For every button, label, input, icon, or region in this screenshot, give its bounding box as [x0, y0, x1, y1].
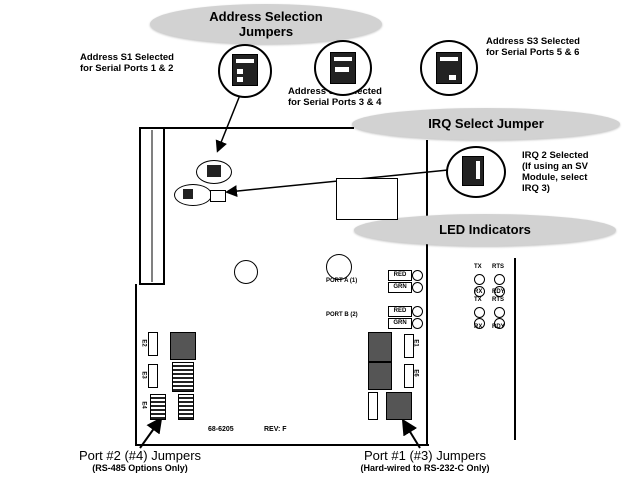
side-rts-2: RTS: [492, 297, 504, 303]
side-tx-1: TX: [474, 264, 482, 270]
left-chip-2: [172, 362, 194, 392]
port-a-grn-ring: [412, 282, 423, 293]
irq-select-oval: IRQ Select Jumper: [352, 108, 620, 140]
port-a-grn-led: GRN: [388, 282, 412, 293]
left-jumper-e3: [148, 364, 158, 388]
port1-jumpers-sub: (Hard-wired to RS-232-C Only): [360, 463, 490, 473]
side-rdy-1: RDY: [492, 289, 505, 295]
s2-jumper-circle: [314, 40, 372, 96]
irq-jumper-block: [462, 156, 484, 186]
port2-jumpers-label: Port #2 (#4) Jumpers (RS-485 Options Onl…: [40, 448, 240, 473]
side-rx-2: RX: [474, 324, 483, 330]
right-jumper-bar: [368, 392, 378, 420]
side-led-2a: [474, 307, 485, 318]
irq-select-title: IRQ Select Jumper: [428, 116, 544, 131]
right-jumper-e1: [404, 334, 414, 358]
port-a-label: PORT A (1): [326, 278, 358, 284]
board-irq-jumper-circle: [174, 184, 212, 206]
left-jumper-e4-label: E4: [140, 401, 147, 409]
port-b-grn-ring: [412, 318, 423, 329]
side-led-1b: [494, 274, 505, 285]
port-b-grn-led: GRN: [388, 318, 412, 329]
address-selection-oval: Address Selection Jumpers: [150, 4, 382, 44]
s3-callout: Address S3 Selected for Serial Ports 5 &…: [486, 36, 580, 58]
part-number: 68-6205: [208, 426, 234, 433]
side-tx-2: TX: [474, 297, 482, 303]
port-a-red-led: RED: [388, 270, 412, 281]
side-led-2b: [494, 307, 505, 318]
left-jumper-e2: [148, 332, 158, 356]
left-jumper-e2-label: E2: [140, 339, 147, 347]
side-led-1c: [474, 286, 485, 297]
right-jumper-e6: [404, 364, 414, 388]
side-led-1a: [474, 274, 485, 285]
s1-jumper-circle: [218, 44, 272, 98]
right-jumper-e1-label: E1: [412, 339, 419, 347]
side-led-2c: [474, 318, 485, 329]
right-chip-3: [386, 392, 412, 420]
right-jumper-e6-label: E6: [412, 369, 419, 377]
port-b-red-led: RED: [388, 306, 412, 317]
irq2-callout: IRQ 2 Selected (If using an SV Module, s…: [522, 150, 589, 194]
port-b-label: PORT B (2): [326, 312, 358, 318]
port2-jumpers-title: Port #2 (#4) Jumpers: [78, 448, 202, 463]
irq-jumper-circle: [446, 146, 506, 198]
port1-jumpers-title: Port #1 (#3) Jumpers: [363, 448, 487, 463]
left-chip-1: [170, 332, 196, 360]
left-chip-3: [178, 394, 194, 420]
s1-callout: Address S1 Selected for Serial Ports 1 &…: [80, 52, 174, 74]
right-chip-1: [368, 332, 392, 362]
s3-jumper-block: [436, 52, 462, 84]
board-round-component-2: [326, 254, 352, 280]
side-rts-1: RTS: [492, 264, 504, 270]
s3-jumper-circle: [420, 40, 478, 96]
right-chip-2: [368, 362, 392, 390]
side-rx-1: RX: [474, 289, 483, 295]
port1-jumpers-label: Port #1 (#3) Jumpers (Hard-wired to RS-2…: [320, 448, 530, 473]
board-address-jumper-circle: [196, 160, 232, 184]
board-irq-header: [210, 190, 226, 202]
led-indicators-title: LED Indicators: [439, 222, 531, 237]
port-b-red-ring: [412, 306, 423, 317]
side-rdy-2: RDY: [492, 324, 505, 330]
side-led-2d: [494, 318, 505, 329]
port2-jumpers-sub: (RS-485 Options Only): [92, 463, 188, 473]
s2-jumper-block: [330, 52, 356, 84]
s1-jumper-block: [232, 54, 258, 86]
left-jumper-e3-label: E3: [140, 371, 147, 379]
port-a-red-ring: [412, 270, 423, 281]
side-led-1d: [494, 286, 505, 297]
address-selection-title: Address Selection Jumpers: [209, 9, 323, 39]
board-round-component-1: [234, 260, 258, 284]
board-outline-lower: [135, 284, 429, 446]
left-jumper-e4: [150, 394, 166, 420]
board-large-square: [336, 178, 398, 220]
revision: REV: F: [264, 426, 287, 433]
